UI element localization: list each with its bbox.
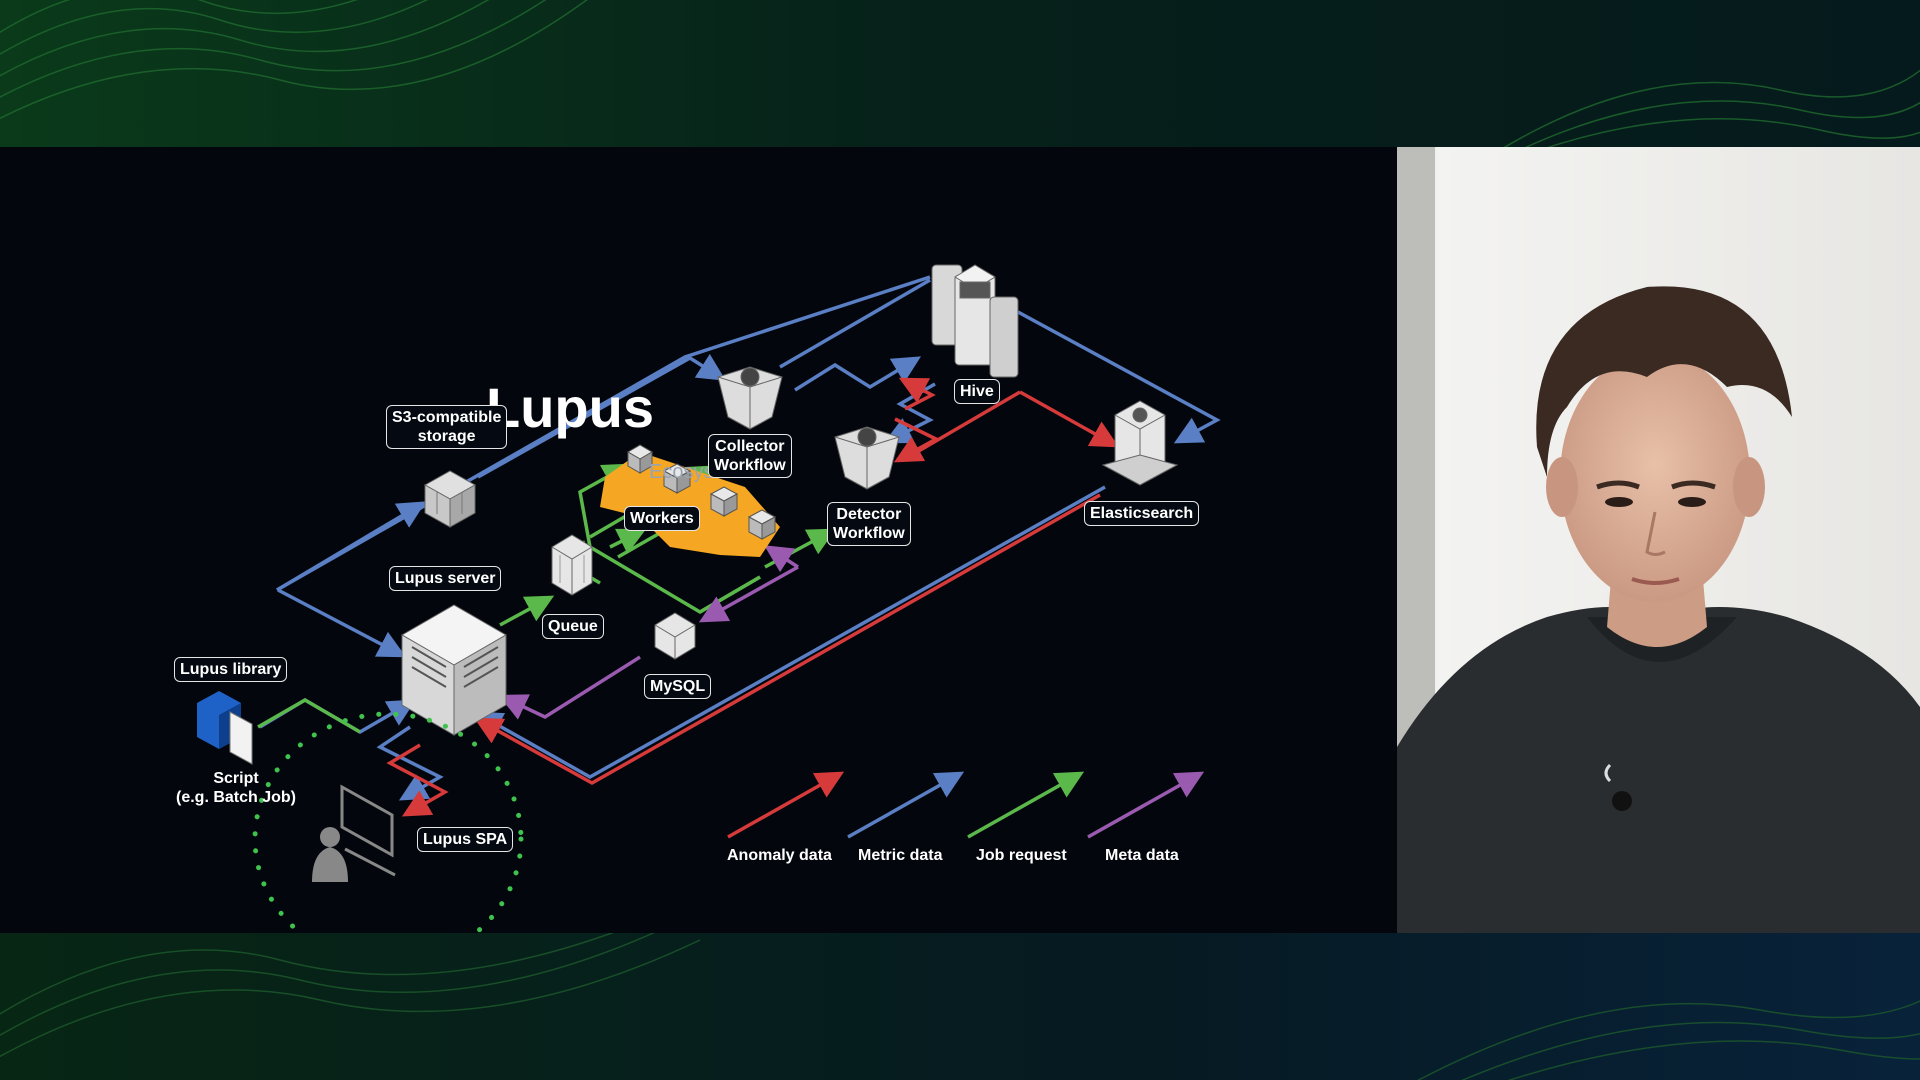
legend-meta-data: Meta data <box>1105 847 1179 864</box>
slide-panel: Lupus Ecosystem S3-compatible storage Lu… <box>0 147 1397 933</box>
queue-label: Queue <box>542 614 604 639</box>
computer-icon <box>340 784 396 877</box>
detector-workflow-icon <box>834 426 900 490</box>
elasticsearch-icon <box>1101 400 1179 486</box>
lupus-server-label: Lupus server <box>389 566 502 591</box>
lupus-spa-label: Lupus SPA <box>417 827 514 852</box>
slide-title: Lupus <box>486 376 654 439</box>
mysql-label: MySQL <box>644 674 712 699</box>
legend-job-request: Job request <box>976 847 1067 864</box>
legend-anomaly-data: Anomaly data <box>727 847 832 864</box>
s3-storage-icon <box>423 470 477 528</box>
hive-label: Hive <box>954 379 1000 404</box>
hive-icon <box>931 264 1019 378</box>
presenter-video-image <box>1397 147 1920 933</box>
elasticsearch-label: Elasticsearch <box>1084 501 1200 526</box>
script-label: Script (e.g. Batch Job) <box>176 770 297 806</box>
collector-workflow-label: Collector Workflow <box>708 434 792 478</box>
collector-workflow-icon <box>717 366 783 430</box>
lupus-spa-user-icon <box>312 827 348 882</box>
architecture-diagram <box>197 264 1221 933</box>
mysql-icon <box>654 612 696 660</box>
s3-storage-label: S3-compatible storage <box>386 405 508 449</box>
legend-metric-data: Metric data <box>858 847 943 864</box>
lupus-server-icon <box>400 604 508 736</box>
lupus-library-icon <box>197 691 253 765</box>
spa-dotted-circle <box>252 711 524 933</box>
workers-highlight <box>600 452 780 557</box>
workers-label: Workers <box>624 506 700 531</box>
detector-workflow-label: Detector Workflow <box>827 502 911 546</box>
lupus-library-label: Lupus library <box>174 657 288 682</box>
webcam-feed <box>1397 147 1920 933</box>
queue-icon <box>551 534 593 596</box>
worker-cube-icon <box>627 444 653 474</box>
